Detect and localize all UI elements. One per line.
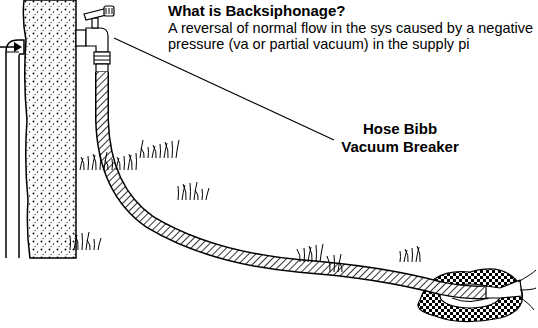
grass-tuft — [297, 244, 323, 262]
heading: What is Backsiphonage? — [168, 2, 346, 19]
description-text: A reversal of normal flow in the sys cau… — [168, 20, 534, 52]
grass-tuft — [80, 152, 137, 170]
grass-tuft — [140, 140, 179, 158]
grass-tuft — [178, 182, 209, 200]
grass-tuft — [327, 254, 342, 272]
callout-label: Hose Bibb Vacuum Breaker — [340, 120, 460, 156]
grass-tuft — [400, 246, 420, 262]
grass-tuft — [70, 232, 101, 250]
